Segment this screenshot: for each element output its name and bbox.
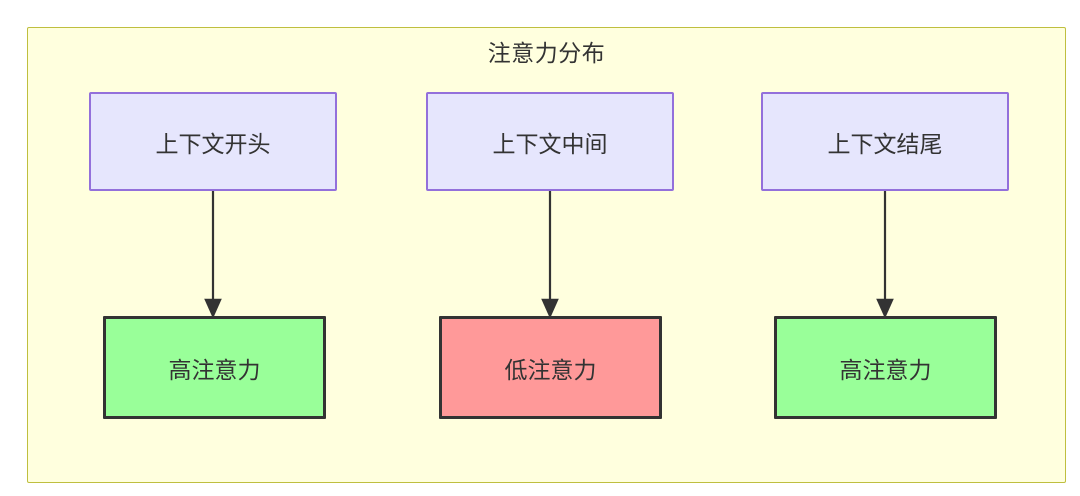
subgraph-title: 注意力分布	[487, 40, 606, 66]
node-context-middle[interactable]: 上下文中间	[426, 92, 674, 191]
node-high-attention-start[interactable]: 高注意力	[103, 316, 326, 419]
node-low-attention-middle[interactable]: 低注意力	[439, 316, 662, 419]
node-context-end[interactable]: 上下文结尾	[761, 92, 1009, 191]
node-high-attention-end[interactable]: 高注意力	[774, 316, 997, 419]
node-context-start[interactable]: 上下文开头	[89, 92, 337, 191]
